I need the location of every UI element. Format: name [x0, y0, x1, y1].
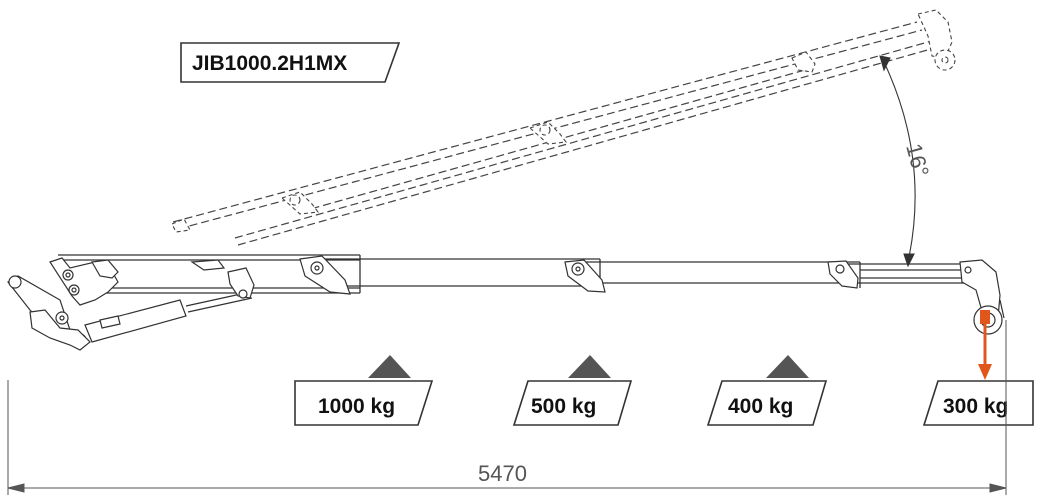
load-marker-triangle [766, 355, 809, 378]
load-weight-label: 400 kg [728, 395, 793, 418]
load-weight-label: 1000 kg [318, 395, 395, 418]
angle-indicator [879, 55, 916, 268]
boom-brackets [190, 255, 859, 295]
model-label-box: JIB1000.2H1MX [180, 42, 401, 83]
load-label-300: 300 kg [922, 380, 1034, 426]
load-marker-triangle [368, 355, 411, 378]
load-weight-label: 500 kg [531, 395, 596, 418]
load-label-500: 500 kg [512, 380, 633, 426]
load-label-1000: 1000 kg [294, 380, 434, 426]
crane-base-mechanism [7, 257, 255, 351]
load-arrow [978, 310, 992, 380]
angle-label: 16° [901, 141, 934, 180]
model-label: JIB1000.2H1MX [192, 52, 347, 75]
length-label: 5470 [478, 461, 527, 486]
load-label-400: 400 kg [706, 380, 828, 426]
load-markers [368, 355, 809, 378]
length-dimension [7, 320, 1007, 495]
load-marker-triangle [568, 355, 611, 378]
load-weight-label: 300 kg [943, 395, 1008, 418]
raised-boom-brackets [171, 9, 956, 233]
